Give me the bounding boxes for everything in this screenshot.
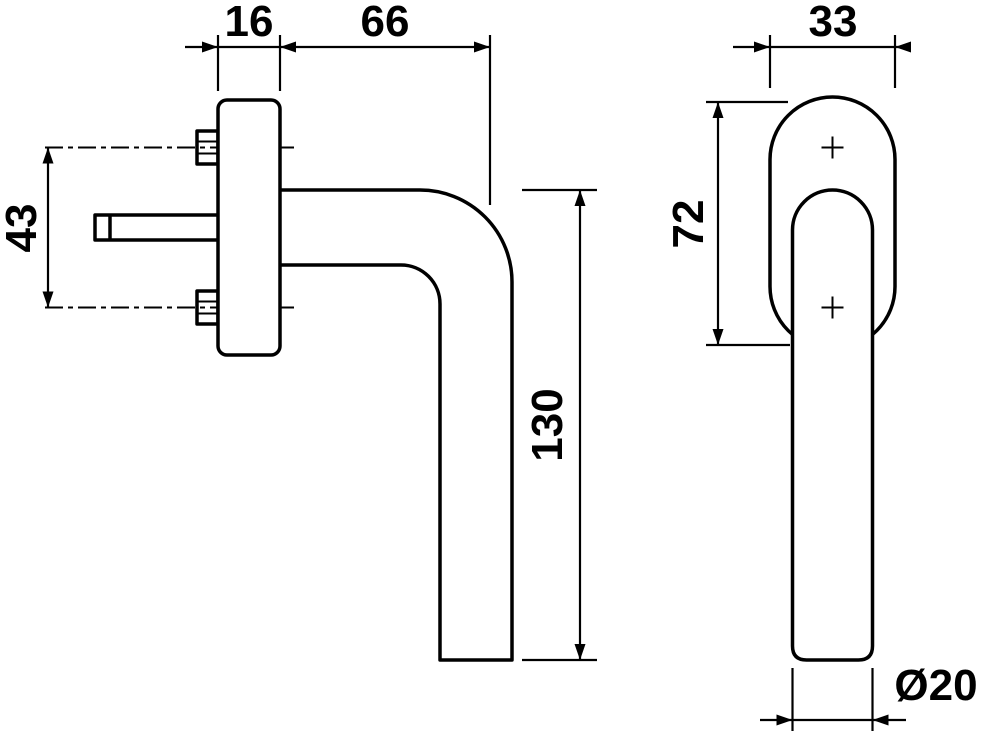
arrowhead xyxy=(42,291,54,308)
arrowhead xyxy=(574,644,586,660)
arrowhead xyxy=(895,41,911,53)
screw-center-mark-top xyxy=(821,136,844,159)
dim-label-screw-spacing: 43 xyxy=(0,204,46,253)
arrowhead xyxy=(754,41,770,53)
dim-label-handle-length: 130 xyxy=(523,388,572,461)
arrowhead xyxy=(574,190,586,206)
rosette-plate-side xyxy=(216,98,282,357)
arrowhead xyxy=(42,147,54,164)
front-view: 33 72 Ø20 xyxy=(664,0,978,731)
side-view: 16 66 43 130 xyxy=(0,0,597,662)
spindle-bar xyxy=(93,213,218,242)
dim-label-plate-thickness: 16 xyxy=(225,0,274,46)
screw-center-mark-bottom xyxy=(821,296,844,319)
dim-label-grip-diameter: Ø20 xyxy=(894,661,977,710)
arrowhead xyxy=(712,102,724,118)
arrowhead xyxy=(712,329,724,345)
arrowhead xyxy=(872,714,889,726)
dim-label-rosette-length: 72 xyxy=(664,200,713,249)
handle-grip-front xyxy=(790,188,875,662)
dim-label-projection: 66 xyxy=(361,0,410,46)
arrowhead xyxy=(474,41,490,53)
dim-screw-spacing: 43 xyxy=(0,147,54,308)
dim-handle-length: 130 xyxy=(522,188,597,662)
dim-rosette-length: 72 xyxy=(664,100,790,347)
dim-plate-thickness-and-projection: 16 66 xyxy=(185,0,492,205)
dim-grip-diameter: Ø20 xyxy=(760,661,978,731)
arrowhead xyxy=(776,714,793,726)
dim-label-rosette-width: 33 xyxy=(809,0,858,46)
arrowhead xyxy=(280,41,296,53)
dim-rosette-width: 33 xyxy=(733,0,911,88)
handle-arm-side xyxy=(280,188,514,662)
arrowhead xyxy=(202,41,218,53)
